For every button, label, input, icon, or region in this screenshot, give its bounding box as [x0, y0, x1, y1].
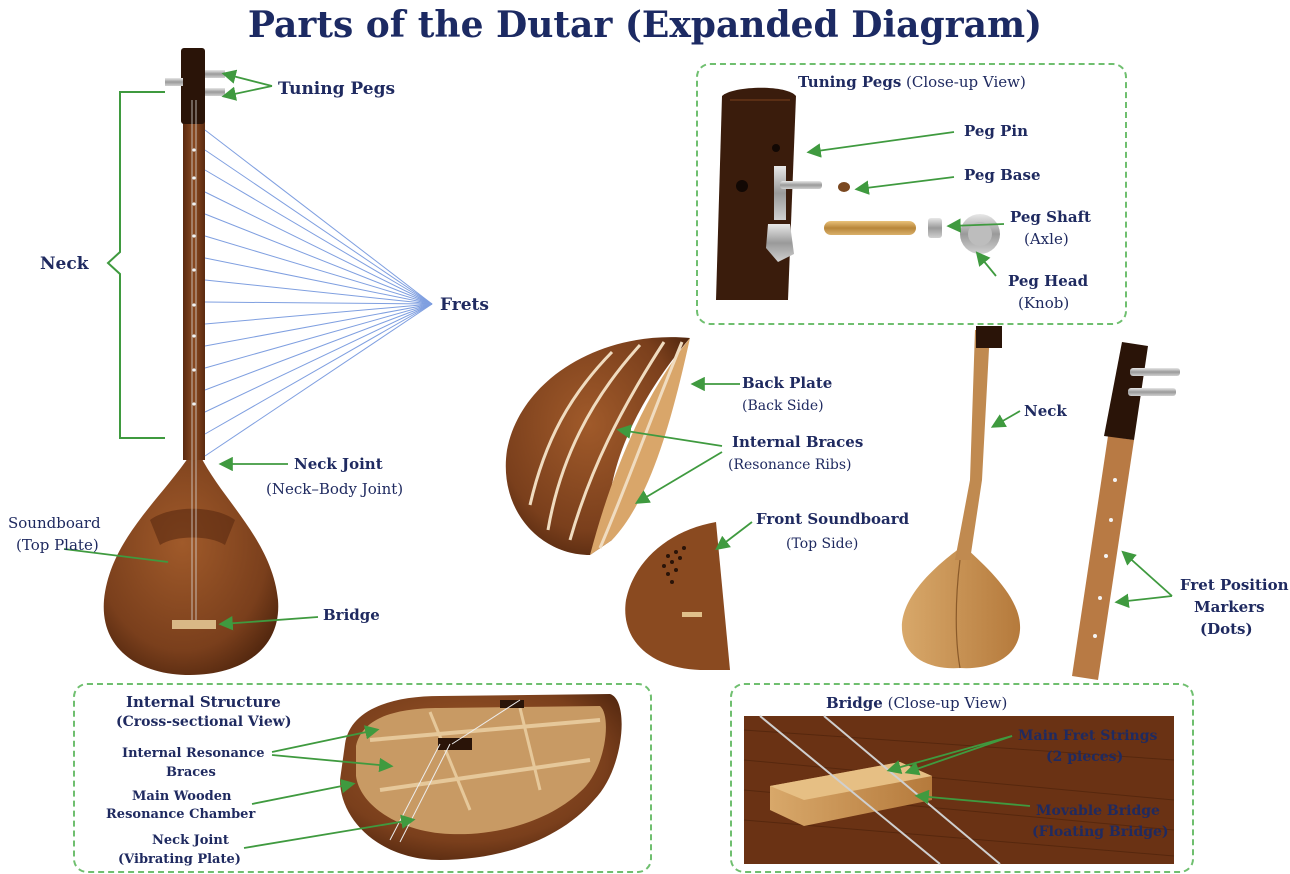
label-front-soundboard: Front Soundboard: [756, 508, 909, 530]
label-peg-head: Peg Head: [1008, 270, 1088, 292]
label-front-soundboard-sub: (Top Side): [786, 533, 858, 555]
label-peg-base: Peg Base: [964, 164, 1041, 186]
label-main-fret-strings-1: Main Fret Strings: [1018, 725, 1157, 747]
pegs-closeup-title: Tuning Pegs (Close-up View): [798, 71, 1026, 93]
label-internal-neck-joint-2: (Vibrating Plate): [118, 849, 241, 871]
label-main-chamber-2: Resonance Chamber: [106, 804, 255, 826]
bridge-closeup-title-sub: (Close-up View): [888, 694, 1008, 712]
label-movable-bridge-1: Movable Bridge: [1036, 800, 1160, 822]
pegs-closeup-title-main: Tuning Pegs: [798, 73, 901, 91]
label-peg-pin: Peg Pin: [964, 120, 1028, 142]
label-soundboard: Soundboard: [8, 512, 101, 534]
bridge-closeup-title: Bridge (Close-up View): [826, 692, 1007, 714]
label-fret-markers-3: (Dots): [1200, 618, 1253, 640]
label-peg-shaft-sub: (Axle): [1024, 228, 1069, 250]
label-internal-braces: Internal Braces: [732, 431, 863, 453]
back-plate-image: [506, 337, 690, 555]
label-internal-braces-sub: (Resonance Ribs): [728, 454, 851, 476]
label-fret-markers-2: Markers: [1194, 596, 1265, 618]
label-fret-markers-1: Fret Position: [1180, 574, 1289, 596]
pegs-closeup-image: [716, 88, 1000, 300]
label-bridge: Bridge: [323, 604, 380, 626]
label-neck: Neck: [40, 253, 89, 275]
bridge-closeup-title-main: Bridge: [826, 694, 883, 712]
label-frets: Frets: [440, 294, 489, 316]
internal-title-sub: (Cross-sectional View): [116, 711, 291, 733]
main-dutar-image: [104, 48, 279, 675]
tilted-neck-image: [1072, 342, 1180, 680]
label-neck-joint: Neck Joint: [294, 453, 383, 475]
internal-title: Internal Structure: [126, 691, 281, 713]
label-side-neck: Neck: [1024, 400, 1067, 422]
label-tuning-pegs: Tuning Pegs: [278, 78, 395, 100]
front-soundboard-image: [625, 522, 730, 670]
pegs-closeup-title-sub: (Close-up View): [906, 73, 1026, 91]
side-dutar-image: [902, 326, 1020, 668]
fret-lines: [205, 130, 432, 456]
label-peg-shaft: Peg Shaft: [1010, 206, 1091, 228]
label-peg-head-sub: (Knob): [1018, 292, 1069, 314]
neck-bracket: [108, 92, 165, 438]
label-main-fret-strings-2: (2 pieces): [1046, 746, 1123, 768]
internal-structure-image: [340, 694, 622, 860]
label-movable-bridge-2: (Floating Bridge): [1032, 821, 1169, 843]
label-soundboard-sub: (Top Plate): [16, 534, 99, 556]
label-back-plate-sub: (Back Side): [742, 395, 824, 417]
label-internal-resonance-braces-2: Braces: [166, 762, 216, 784]
label-neck-joint-sub: (Neck–Body Joint): [266, 478, 403, 500]
label-back-plate: Back Plate: [742, 372, 832, 394]
